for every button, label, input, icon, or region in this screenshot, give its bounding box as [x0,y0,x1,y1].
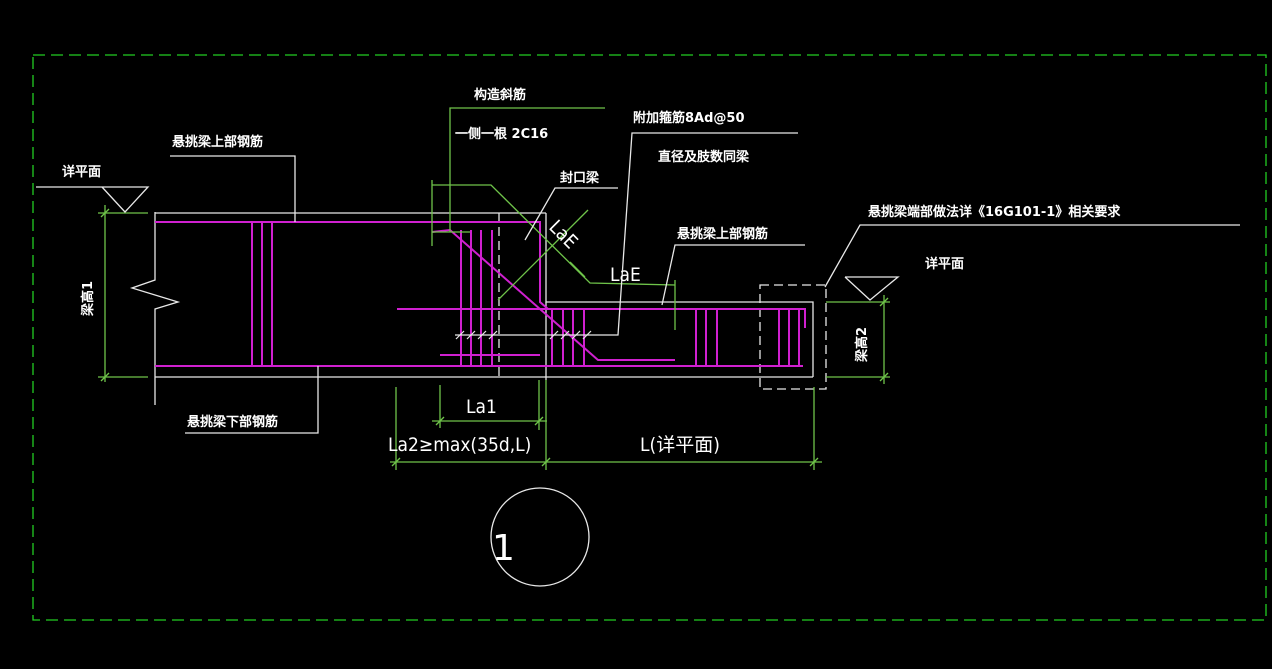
rebar [155,221,806,367]
diagonal-bar-green [431,107,676,330]
stirrup-note: 直径及肢数同梁 [658,149,750,165]
beam-height-1-label: 梁高1 [80,281,96,317]
detail-number: 1 [492,528,515,569]
top-bar-label-right: 悬挑梁上部钢筋 [677,226,768,242]
leader-lines [36,132,1240,434]
extra-stirrup-label: 附加箍筋8Ad@50 [633,110,745,126]
lae-horizontal-label: LaE [610,264,641,286]
diagonal-bar-title: 构造斜筋 [474,87,526,103]
la1-label: La1 [466,396,497,418]
drawing-frame [32,54,1267,621]
see-plan-left: 详平面 [62,164,101,180]
stirrups [251,222,800,366]
annotations: 构造斜筋 一侧一根 2C16 附加箍筋8Ad@50 直径及肢数同梁 封口梁 悬挑… [62,87,1121,569]
length-label: L(详平面) [640,434,720,456]
sealing-beam-label: 封口梁 [560,170,600,186]
end-detail-note: 悬挑梁端部做法详《16G101-1》相关要求 [868,204,1121,220]
dimension-lines [98,205,890,470]
la2-label: La2≥max(35d,L) [388,434,531,456]
bottom-bar-label: 悬挑梁下部钢筋 [187,414,278,430]
see-plan-right: 详平面 [925,256,964,272]
diagonal-bar-spec: 一侧一根 2C16 [455,126,548,142]
detail-number-circle [490,487,590,587]
beam-height-2-label: 梁高2 [854,327,870,363]
top-bar-label-left: 悬挑梁上部钢筋 [172,134,263,150]
